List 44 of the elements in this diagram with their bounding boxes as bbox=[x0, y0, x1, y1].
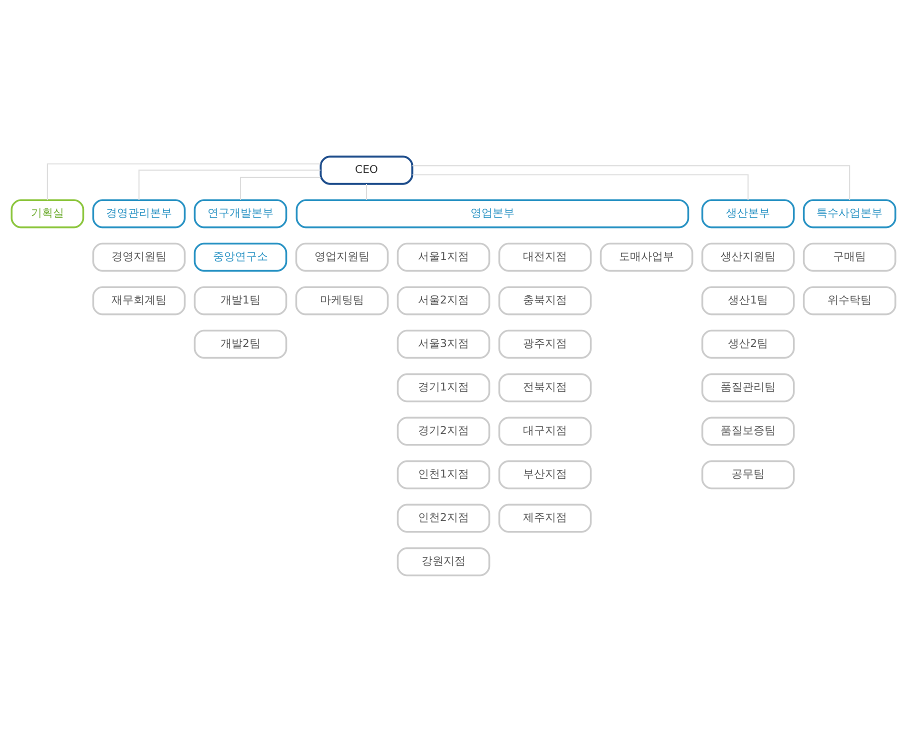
node-box: 제주지점 bbox=[498, 504, 592, 533]
node-box: 서울2지점 bbox=[396, 286, 490, 316]
node-box: 개발2팀 bbox=[194, 330, 288, 359]
node-box: 구매팀 bbox=[802, 242, 896, 272]
node-box: 광주지점 bbox=[498, 330, 592, 359]
node-box: 경기2지점 bbox=[396, 416, 490, 446]
node-box: 기획실 bbox=[10, 199, 84, 228]
node-box: 경영지원팀 bbox=[92, 242, 186, 272]
connector bbox=[412, 174, 749, 200]
node-box: 생산지원팀 bbox=[701, 242, 795, 272]
node-box: 경영관리본부 bbox=[92, 199, 186, 228]
node-box: 위수탁팀 bbox=[802, 286, 896, 316]
node-box: 서울3지점 bbox=[396, 330, 490, 359]
node-box: 강원지점 bbox=[396, 547, 490, 576]
node-box: 마케팅팀 bbox=[295, 286, 389, 316]
connector bbox=[240, 176, 321, 200]
node-box: 생산본부 bbox=[701, 199, 795, 228]
node-box: 공무팀 bbox=[701, 460, 795, 490]
node-box: 인천2지점 bbox=[396, 504, 490, 533]
node-box: 생산1팀 bbox=[701, 286, 795, 316]
node-box: 충북지점 bbox=[498, 286, 592, 316]
node-box: 품질관리팀 bbox=[701, 373, 795, 402]
node-box: 대구지점 bbox=[498, 416, 592, 446]
connector bbox=[366, 184, 368, 200]
connector bbox=[412, 165, 850, 200]
node-box: CEO bbox=[320, 156, 414, 185]
node-box: 인천1지점 bbox=[396, 460, 490, 490]
connector bbox=[46, 163, 320, 200]
node-box: 영업지원팀 bbox=[295, 242, 389, 272]
node-box: 특수사업본부 bbox=[802, 199, 896, 228]
node-box: 품질보증팀 bbox=[701, 416, 795, 446]
node-box: 서울1지점 bbox=[396, 242, 490, 272]
node-box: 연구개발본부 bbox=[194, 199, 288, 228]
node-box: 개발1팀 bbox=[194, 286, 288, 316]
node-box: 경기1지점 bbox=[396, 373, 490, 402]
node-box: 영업본부 bbox=[296, 199, 690, 228]
node-box: 대전지점 bbox=[498, 242, 592, 272]
node-box: 중앙연구소 bbox=[194, 242, 288, 272]
node-box: 생산2팀 bbox=[701, 330, 795, 359]
node-box: 전북지점 bbox=[498, 373, 592, 402]
node-box: 재무회계팀 bbox=[92, 286, 186, 316]
connector bbox=[138, 170, 320, 200]
node-box: 부산지점 bbox=[498, 460, 592, 490]
node-box: 도매사업부 bbox=[600, 242, 694, 272]
